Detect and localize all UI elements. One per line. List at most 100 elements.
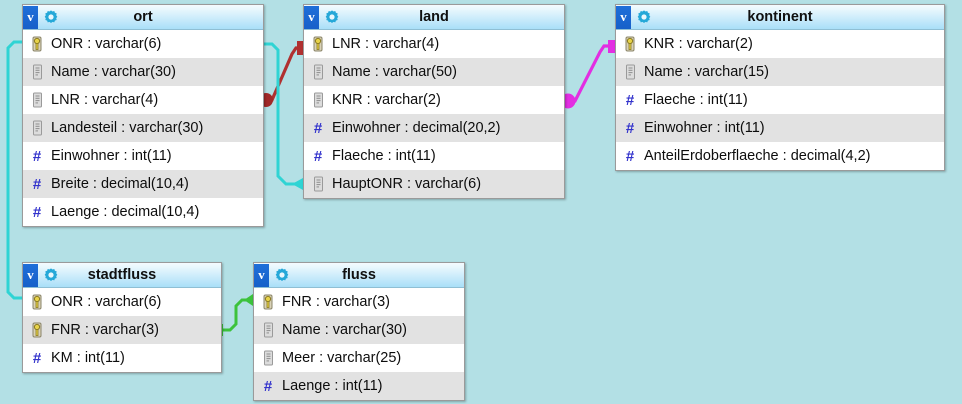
column-row[interactable]: # KM : int(11) bbox=[23, 344, 221, 372]
key-icon bbox=[620, 34, 640, 54]
column-row[interactable]: KNR : varchar(2) bbox=[304, 86, 564, 114]
column-row[interactable]: Meer : varchar(25) bbox=[254, 344, 464, 372]
column-label: LNR : varchar(4) bbox=[332, 36, 440, 52]
column-label: Breite : decimal(10,4) bbox=[51, 176, 189, 192]
gear-icon[interactable] bbox=[322, 6, 342, 29]
text-column-icon bbox=[308, 90, 328, 110]
column-row[interactable]: # Breite : decimal(10,4) bbox=[23, 170, 263, 198]
column-row[interactable]: LNR : varchar(4) bbox=[304, 30, 564, 58]
column-row[interactable]: Name : varchar(30) bbox=[254, 316, 464, 344]
text-column-icon bbox=[308, 174, 328, 194]
column-row[interactable]: KNR : varchar(2) bbox=[616, 30, 944, 58]
table-title: kontinent bbox=[747, 8, 813, 25]
column-row[interactable]: # AnteilErdoberflaeche : decimal(4,2) bbox=[616, 142, 944, 170]
column-row[interactable]: # Einwohner : decimal(20,2) bbox=[304, 114, 564, 142]
column-label: KNR : varchar(2) bbox=[644, 36, 753, 52]
key-icon bbox=[27, 34, 47, 54]
number-column-icon: # bbox=[625, 119, 635, 137]
gear-icon[interactable] bbox=[41, 6, 61, 29]
gear-icon[interactable] bbox=[634, 6, 654, 29]
link-land-knr-to-kontinent-knr bbox=[560, 40, 615, 109]
number-column-icon: # bbox=[32, 349, 42, 367]
column-label: Flaeche : int(11) bbox=[644, 92, 748, 108]
column-label: Einwohner : int(11) bbox=[644, 120, 765, 136]
column-row[interactable]: ONR : varchar(6) bbox=[23, 288, 221, 316]
column-row[interactable]: LNR : varchar(4) bbox=[23, 86, 263, 114]
column-label: LNR : varchar(4) bbox=[51, 92, 159, 108]
column-label: ONR : varchar(6) bbox=[51, 36, 162, 52]
column-label: Laenge : decimal(10,4) bbox=[51, 204, 200, 220]
column-row[interactable]: Name : varchar(15) bbox=[616, 58, 944, 86]
column-label: Einwohner : int(11) bbox=[51, 148, 172, 164]
column-row[interactable]: # Laenge : decimal(10,4) bbox=[23, 198, 263, 226]
column-label: AnteilErdoberflaeche : decimal(4,2) bbox=[644, 148, 871, 164]
gear-icon[interactable] bbox=[41, 264, 61, 287]
text-column-icon bbox=[27, 62, 47, 82]
column-row[interactable]: HauptONR : varchar(6) bbox=[304, 170, 564, 198]
text-column-icon bbox=[620, 62, 640, 82]
number-column-icon: # bbox=[32, 147, 42, 165]
number-column-icon: # bbox=[32, 203, 42, 221]
link-ort-lnr-to-land-lnr bbox=[259, 41, 303, 107]
column-label: Einwohner : decimal(20,2) bbox=[332, 120, 501, 136]
column-row[interactable]: # Flaeche : int(11) bbox=[616, 86, 944, 114]
column-row[interactable]: # Einwohner : int(11) bbox=[23, 142, 263, 170]
number-column-icon: # bbox=[263, 377, 273, 395]
number-column-icon: # bbox=[313, 119, 323, 137]
column-label: Name : varchar(30) bbox=[282, 322, 407, 338]
column-row[interactable]: # Flaeche : int(11) bbox=[304, 142, 564, 170]
column-label: Name : varchar(15) bbox=[644, 64, 769, 80]
column-label: ONR : varchar(6) bbox=[51, 294, 162, 310]
column-row[interactable]: FNR : varchar(3) bbox=[23, 316, 221, 344]
column-row[interactable]: Landesteil : varchar(30) bbox=[23, 114, 263, 142]
gear-icon[interactable] bbox=[272, 264, 292, 287]
column-label: Laenge : int(11) bbox=[282, 378, 383, 394]
collapse-badge-icon[interactable]: v bbox=[23, 5, 38, 29]
text-column-icon bbox=[27, 118, 47, 138]
collapse-badge-icon[interactable]: v bbox=[254, 263, 269, 287]
column-row[interactable]: Name : varchar(50) bbox=[304, 58, 564, 86]
column-label: HauptONR : varchar(6) bbox=[332, 176, 482, 192]
column-row[interactable]: # Laenge : int(11) bbox=[254, 372, 464, 400]
key-icon bbox=[27, 292, 47, 312]
number-column-icon: # bbox=[313, 147, 323, 165]
column-row[interactable]: # Einwohner : int(11) bbox=[616, 114, 944, 142]
column-row[interactable]: Name : varchar(30) bbox=[23, 58, 263, 86]
number-column-icon: # bbox=[625, 91, 635, 109]
column-label: Name : varchar(30) bbox=[51, 64, 176, 80]
number-column-icon: # bbox=[625, 147, 635, 165]
column-label: Landesteil : varchar(30) bbox=[51, 120, 204, 136]
column-label: KNR : varchar(2) bbox=[332, 92, 441, 108]
column-label: Meer : varchar(25) bbox=[282, 350, 402, 366]
collapse-badge-icon[interactable]: v bbox=[616, 5, 631, 29]
link-ort-onr-to-land-hauptonr bbox=[264, 42, 303, 190]
column-label: Name : varchar(50) bbox=[332, 64, 457, 80]
column-label: FNR : varchar(3) bbox=[282, 294, 390, 310]
column-label: KM : int(11) bbox=[51, 350, 125, 366]
column-row[interactable]: ONR : varchar(6) bbox=[23, 30, 263, 58]
text-column-icon bbox=[27, 90, 47, 110]
number-column-icon: # bbox=[32, 175, 42, 193]
key-icon bbox=[308, 34, 328, 54]
key-icon bbox=[27, 320, 47, 340]
column-label: FNR : varchar(3) bbox=[51, 322, 159, 338]
table-header-land[interactable]: v land bbox=[304, 5, 564, 30]
collapse-badge-icon[interactable]: v bbox=[304, 5, 319, 29]
collapse-badge-icon[interactable]: v bbox=[23, 263, 38, 287]
table-title: land bbox=[419, 8, 449, 25]
text-column-icon bbox=[258, 320, 278, 340]
text-column-icon bbox=[308, 62, 328, 82]
column-label: Flaeche : int(11) bbox=[332, 148, 436, 164]
column-row[interactable]: FNR : varchar(3) bbox=[254, 288, 464, 316]
table-header-kontinent[interactable]: v kontinent bbox=[616, 5, 944, 30]
text-column-icon bbox=[258, 348, 278, 368]
